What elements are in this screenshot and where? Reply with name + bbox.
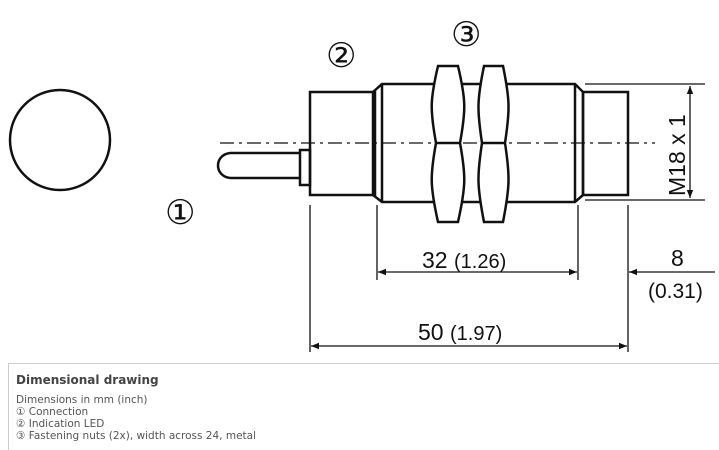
dimensional-drawing: ① ② ③ M18 x 1 32 (1.26) 8 (0.31) 50 (1.9…	[8, 16, 715, 352]
front-view-circle	[8, 88, 112, 192]
callout-led: ②	[326, 37, 356, 75]
dim-50-label: 50 (1.97)	[418, 319, 502, 345]
thread-label: M18 x 1	[664, 114, 690, 196]
callout-connection: ①	[165, 194, 195, 232]
caption-title: Dimensional drawing	[16, 373, 159, 387]
caption-item-nuts: ③ Fastening nuts (2x), width across 24, …	[16, 430, 257, 442]
caption-units: Dimensions in mm (inch)	[16, 394, 148, 406]
fastening-nut-2	[477, 64, 510, 224]
cable	[216, 148, 312, 187]
caption-item-led: ② Indication LED	[16, 418, 105, 430]
dim-8-inch: (0.31)	[648, 280, 703, 303]
dim-32-label: 32 (1.26)	[422, 247, 506, 273]
caption-item-connection: ① Connection	[16, 406, 89, 418]
caption-panel: Dimensional drawing Dimensions in mm (in…	[8, 363, 719, 450]
callout-nuts: ③	[451, 16, 481, 54]
fastening-nut-1	[430, 64, 466, 224]
dim-8-mm: 8	[671, 245, 684, 271]
